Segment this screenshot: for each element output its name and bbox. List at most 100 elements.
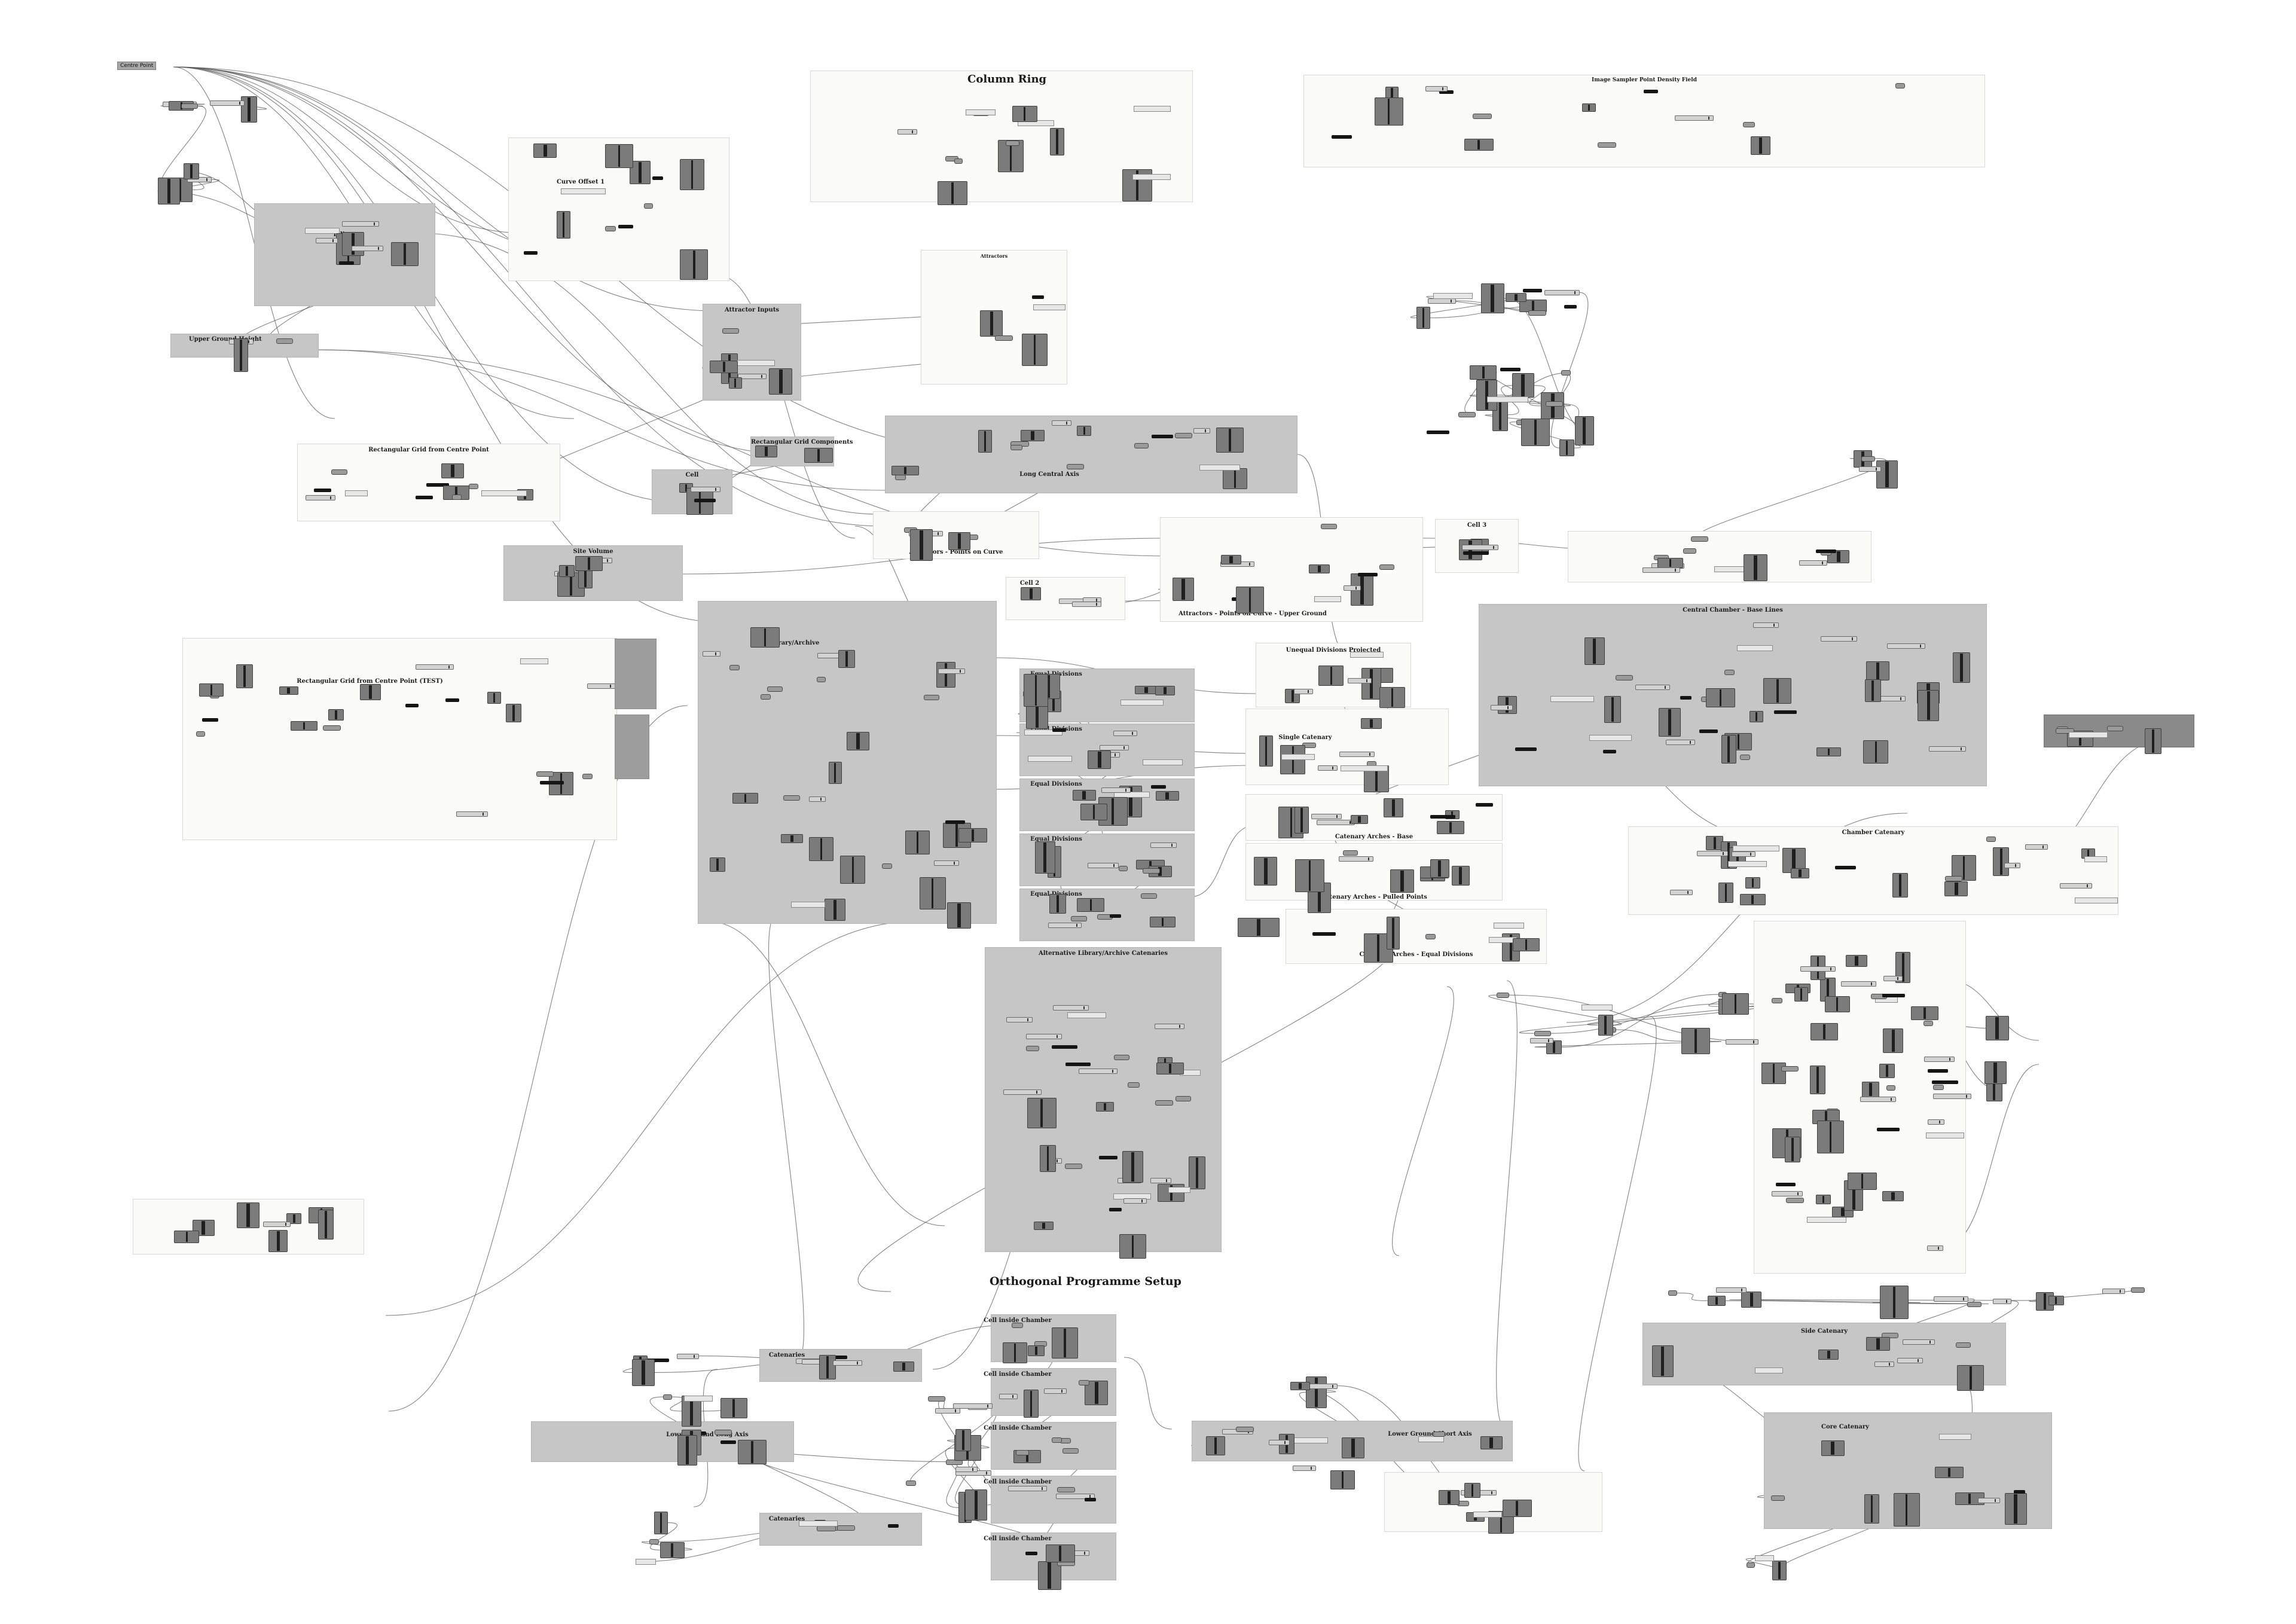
component-node[interactable] <box>1681 1028 1710 1055</box>
number-slider[interactable] <box>1732 851 1756 857</box>
group-misc-right-mid[interactable] <box>1568 531 1871 582</box>
number-slider[interactable] <box>1642 567 1680 573</box>
component-node[interactable] <box>838 650 856 668</box>
parameter-node[interactable] <box>1141 893 1158 899</box>
number-slider[interactable] <box>1977 1498 2001 1504</box>
number-slider[interactable] <box>1101 787 1131 793</box>
component-node[interactable] <box>1050 127 1065 156</box>
component-node[interactable] <box>1574 416 1594 445</box>
component-node[interactable] <box>1864 1494 1879 1524</box>
number-slider[interactable] <box>1425 86 1448 92</box>
toggle-bar[interactable] <box>618 224 633 228</box>
parameter-node[interactable] <box>1143 868 1161 874</box>
component-node[interactable] <box>1438 1489 1460 1506</box>
component-node[interactable] <box>728 377 742 389</box>
parameter-node[interactable] <box>1691 536 1709 542</box>
component-node[interactable] <box>1862 1081 1879 1098</box>
number-slider[interactable] <box>737 373 767 379</box>
component-node[interactable] <box>1986 1081 2003 1102</box>
component-node[interactable] <box>575 555 603 572</box>
number-slider[interactable] <box>1150 842 1177 848</box>
parameter-node[interactable] <box>1472 113 1492 119</box>
parameter-node[interactable] <box>1174 432 1193 438</box>
component-node[interactable] <box>1305 1376 1327 1408</box>
component-node[interactable] <box>768 368 793 395</box>
component-node[interactable] <box>825 898 845 921</box>
component-node[interactable] <box>1993 847 2010 877</box>
parameter-node[interactable] <box>1742 121 1755 127</box>
number-slider[interactable] <box>1860 1096 1897 1102</box>
number-slider[interactable] <box>1725 1039 1759 1045</box>
text-panel[interactable] <box>1028 755 1072 762</box>
text-panel[interactable] <box>1168 1187 1190 1193</box>
text-panel[interactable] <box>561 188 606 194</box>
parameter-node[interactable] <box>1546 401 1563 407</box>
number-slider[interactable] <box>1055 1494 1095 1500</box>
text-panel[interactable] <box>1926 1132 1964 1138</box>
toggle-bar[interactable] <box>945 820 966 825</box>
component-node[interactable] <box>891 466 920 476</box>
component-node[interactable] <box>1651 1345 1674 1377</box>
parameter-node[interactable] <box>1933 1084 1944 1090</box>
toggle-bar[interactable] <box>694 498 716 502</box>
component-node[interactable] <box>342 232 364 256</box>
toggle-bar[interactable] <box>1932 1080 1959 1085</box>
number-slider[interactable] <box>262 1221 291 1227</box>
component-node[interactable] <box>1598 1014 1614 1036</box>
parameter-node[interactable] <box>1155 1100 1174 1106</box>
component-node[interactable] <box>234 338 249 372</box>
component-node[interactable] <box>1390 869 1414 893</box>
component-node[interactable] <box>809 837 834 862</box>
parameter-node[interactable] <box>181 103 199 109</box>
component-node[interactable] <box>1220 555 1242 565</box>
parameter-node[interactable] <box>1683 548 1696 554</box>
toggle-bar[interactable] <box>1500 368 1521 372</box>
component-node[interactable] <box>1513 938 1540 952</box>
toggle-bar[interactable] <box>646 1358 670 1362</box>
component-node[interactable] <box>1816 1195 1831 1204</box>
text-panel[interactable] <box>1113 792 1150 798</box>
parameter-node[interactable] <box>1379 564 1394 570</box>
component-node[interactable] <box>997 140 1024 172</box>
parameter-node[interactable] <box>2131 1287 2145 1293</box>
component-node[interactable] <box>1846 954 1867 967</box>
number-slider[interactable] <box>1820 636 1858 642</box>
component-node[interactable] <box>1883 1028 1904 1053</box>
parameter-node[interactable] <box>783 795 800 801</box>
component-node[interactable] <box>1085 1380 1108 1405</box>
number-slider[interactable] <box>1072 602 1102 608</box>
parameter-node[interactable] <box>1561 370 1571 376</box>
component-node[interactable] <box>1705 688 1736 708</box>
component-node[interactable] <box>1824 996 1850 1013</box>
number-slider[interactable] <box>416 664 454 670</box>
component-node[interactable] <box>1505 293 1526 302</box>
toggle-bar[interactable] <box>426 483 450 487</box>
parameter-node[interactable] <box>1433 1431 1446 1437</box>
number-slider[interactable] <box>808 796 826 802</box>
number-slider[interactable] <box>341 221 379 227</box>
parameter-node[interactable] <box>1986 836 1996 842</box>
number-slider[interactable] <box>1052 1005 1089 1011</box>
parameter-node[interactable] <box>1010 444 1022 450</box>
number-slider[interactable] <box>1491 705 1513 711</box>
text-panel[interactable] <box>798 1521 838 1527</box>
parameter-node[interactable] <box>1176 1096 1191 1102</box>
number-slider[interactable] <box>953 1403 993 1409</box>
component-node[interactable] <box>1810 1022 1838 1041</box>
parameter-node[interactable] <box>1771 998 1783 1004</box>
number-slider[interactable] <box>1715 1287 1747 1293</box>
text-panel[interactable] <box>1733 845 1779 851</box>
component-node[interactable] <box>978 429 992 453</box>
number-slider[interactable] <box>306 495 335 501</box>
number-slider[interactable] <box>587 683 616 689</box>
parameter-node[interactable] <box>1078 1380 1090 1386</box>
text-panel[interactable] <box>520 658 548 664</box>
number-slider[interactable] <box>1348 677 1372 683</box>
group-cell-inside-3[interactable]: Cell inside Chamber <box>984 1422 1116 1470</box>
parameter-node[interactable] <box>1881 1333 1899 1339</box>
component-node[interactable] <box>1918 689 1940 722</box>
component-node[interactable] <box>1386 917 1400 950</box>
text-panel[interactable] <box>1589 735 1632 741</box>
text-panel[interactable] <box>1120 699 1164 706</box>
number-slider[interactable] <box>1928 1119 1945 1125</box>
